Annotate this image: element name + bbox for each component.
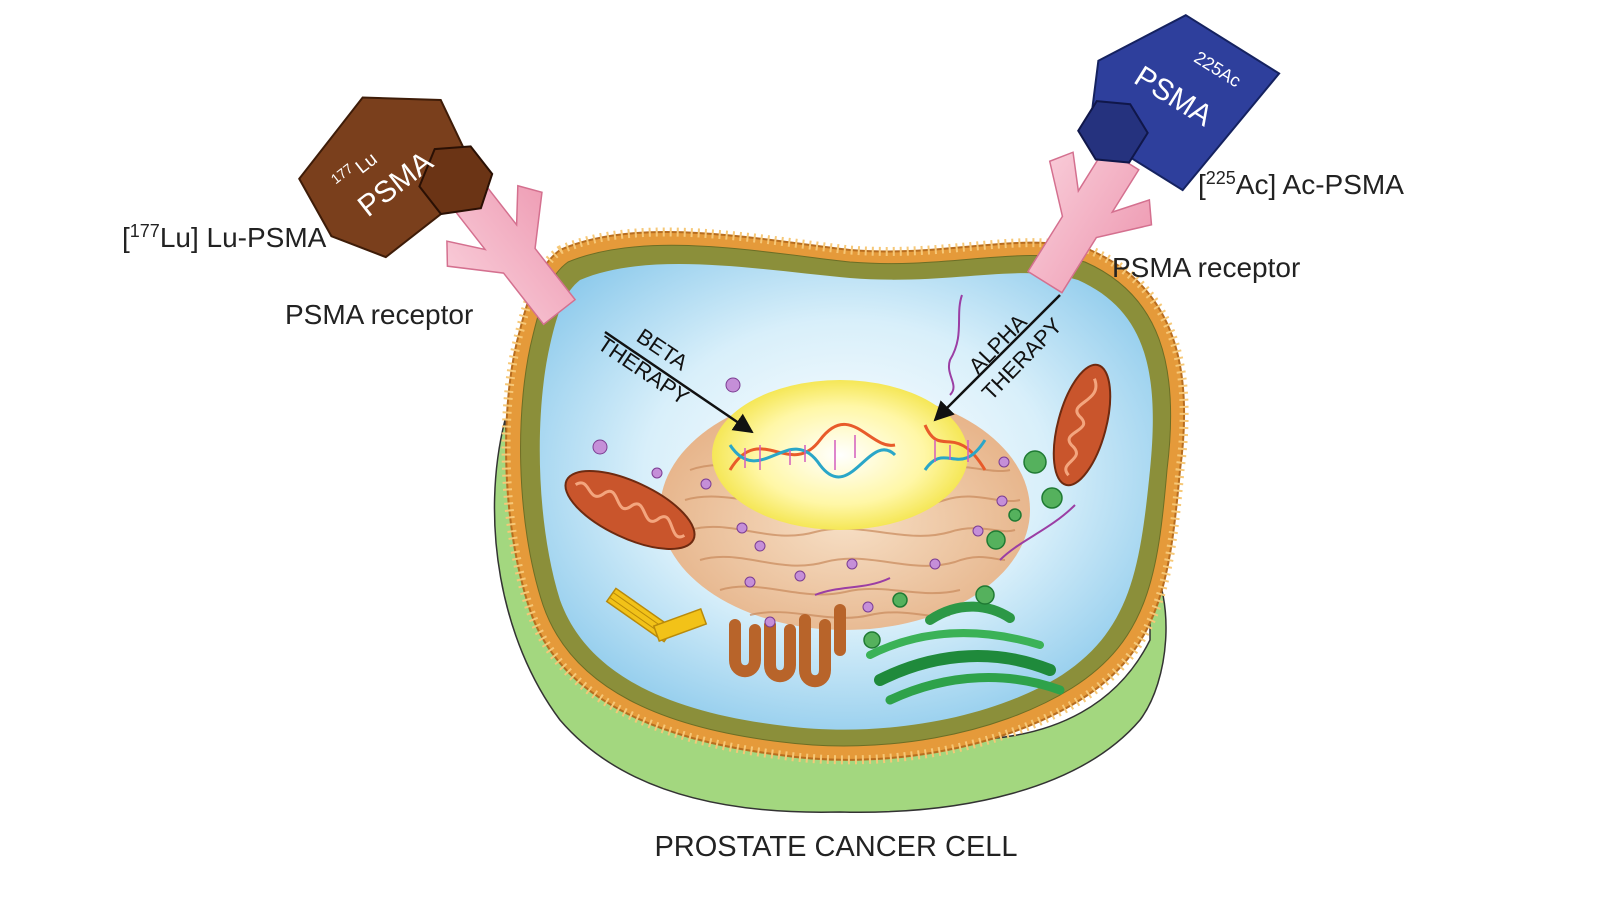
purple-vesicles [592, 377, 1010, 628]
left-receptor-label: PSMA receptor [285, 299, 473, 330]
lu-label-mass: 177 [130, 221, 160, 241]
membrane-beads [501, 227, 1189, 765]
lu-psma-agent: 177 Lu PSMA [298, 96, 494, 259]
dna-helix-left [728, 423, 897, 479]
nucleus [712, 380, 968, 530]
ac-psma-agent: 225Ac PSMA [1077, 14, 1281, 192]
microvilli-tubes [729, 604, 846, 688]
right-receptor-label: PSMA receptor [1112, 252, 1300, 283]
alpha-therapy-arrow [933, 294, 1061, 422]
psma-receptor-left [446, 184, 577, 326]
lu-psma-label: [177Lu] Lu-PSMA [122, 221, 327, 253]
mitochondrion-left [564, 470, 696, 550]
ac-label-mass: 225 [1206, 168, 1236, 188]
golgi-vesicles [863, 450, 1063, 649]
ac-psma-label: [225Ac] Ac-PSMA [1198, 168, 1404, 200]
golgi-apparatus [866, 601, 1065, 705]
dna-helix-right [923, 424, 987, 471]
cytoskeleton-filaments [814, 294, 1076, 596]
psma-receptor-right [1026, 147, 1153, 294]
mitochondrion-right [1052, 363, 1112, 487]
diagram-caption: PROSTATE CANCER CELL [654, 831, 1017, 863]
centriole-2 [652, 607, 708, 643]
beta-therapy-arrow [604, 330, 754, 434]
